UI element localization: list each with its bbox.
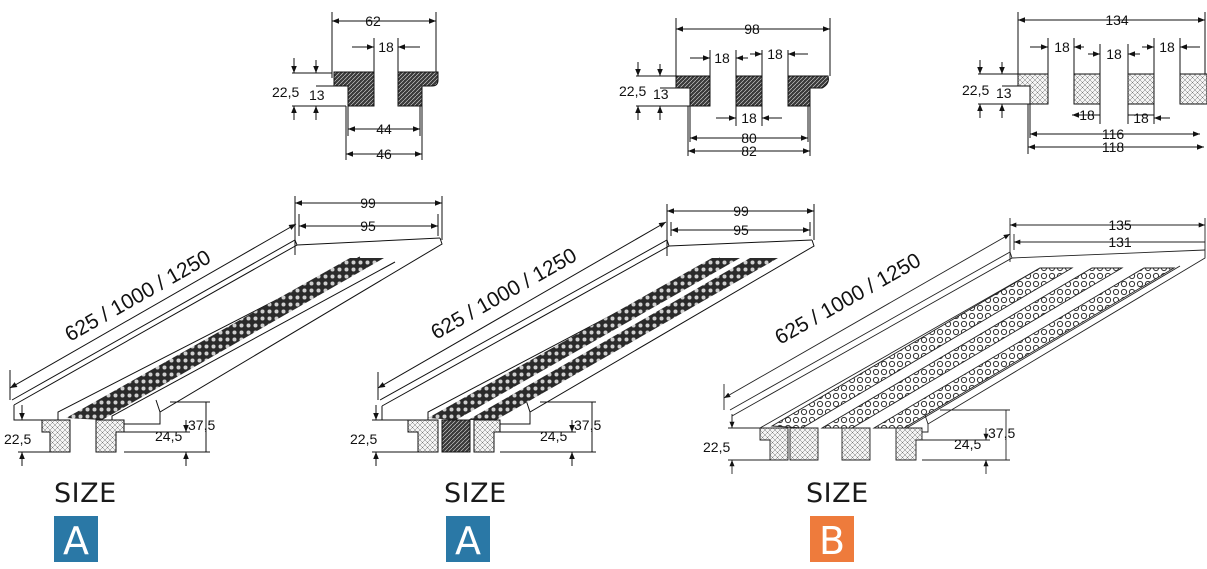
a1-dim-width-outer: 99	[360, 195, 376, 211]
panel-a2-cross-section	[635, 18, 831, 156]
a2-dim-inner-width: 80	[741, 130, 757, 146]
a2-size-badge: A	[446, 516, 490, 563]
panel-b-cross-section	[977, 12, 1207, 154]
a2-dim-gap-bottom: 18	[741, 110, 757, 126]
a1-dim-inner-width: 44	[376, 121, 392, 137]
a1-dim-width-inner: 95	[360, 218, 376, 234]
b-dim-width-inner: 131	[1108, 234, 1132, 250]
panel-a2-perspective	[372, 204, 815, 466]
a1-dim-height-inner: 13	[309, 87, 325, 103]
a1-size-badge: A	[54, 516, 98, 563]
b-dim-height-total: 37,5	[988, 425, 1015, 441]
b-dim-overall: 134	[1105, 12, 1129, 28]
a2-dim-overall: 98	[744, 21, 760, 37]
a2-dim-gap-left: 18	[714, 50, 730, 66]
panel-a1-cross-section	[291, 12, 439, 160]
a1-dim-height-total: 37,5	[188, 417, 215, 433]
b-dim-gap-3: 18	[1159, 39, 1175, 55]
b-dim-height-inner: 13	[996, 85, 1012, 101]
a1-dim-height-outer: 22,5	[272, 84, 299, 100]
a1-dim-outer-width: 46	[376, 146, 392, 162]
a1-dim-height-mid: 24,5	[155, 428, 182, 444]
b-dim-gap-bottom-1: 18	[1079, 107, 1095, 123]
a2-dim-outer-width: 82	[741, 143, 757, 159]
a2-dim-height-outer: 22,5	[619, 83, 646, 99]
b-dim-outer-width: 118	[1102, 139, 1125, 155]
a2-dim-height-left: 22,5	[350, 431, 377, 447]
a1-dim-overall: 62	[365, 13, 381, 29]
a2-size-label: SIZE	[444, 478, 507, 509]
b-dim-gap-1: 18	[1054, 39, 1070, 55]
b-dim-gap-bottom-2: 18	[1133, 110, 1149, 126]
a1-dim-height-left: 22,5	[4, 431, 31, 447]
b-dim-inner-width: 116	[1102, 126, 1125, 142]
a1-size-label: SIZE	[54, 478, 117, 509]
a2-dim-width-inner: 95	[733, 222, 749, 238]
b-dim-gap-2: 18	[1106, 46, 1122, 62]
a2-dim-height-mid: 24,5	[540, 428, 567, 444]
a2-dim-height-inner: 13	[653, 86, 669, 102]
b-dim-height-mid: 24,5	[954, 436, 981, 452]
b-size-label: SIZE	[806, 478, 869, 509]
panel-a1-perspective	[9, 196, 443, 466]
panel-b-perspective	[723, 218, 1206, 474]
a2-dim-gap-right: 18	[767, 46, 783, 62]
a2-dim-width-outer: 99	[733, 203, 749, 219]
b-dim-width-outer: 135	[1108, 217, 1132, 233]
b-dim-length: 625 / 1000 / 1250	[771, 249, 925, 350]
b-size-badge: B	[810, 516, 854, 563]
b-dim-height-outer: 22,5	[962, 82, 989, 98]
a2-dim-length: 625 / 1000 / 1250	[427, 244, 581, 345]
a1-dim-length: 625 / 1000 / 1250	[61, 246, 215, 347]
a2-dim-height-total: 37,5	[574, 417, 601, 433]
a1-dim-gap: 18	[378, 39, 394, 55]
b-dim-height-left: 22,5	[703, 439, 730, 455]
